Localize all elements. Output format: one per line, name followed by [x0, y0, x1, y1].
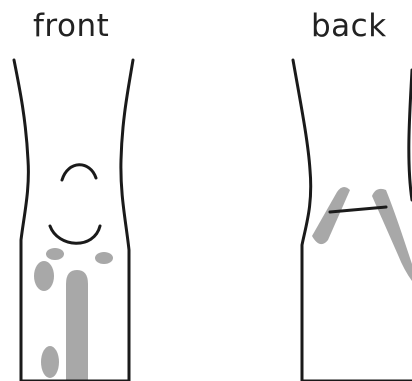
front-leg-left-edge — [14, 60, 28, 381]
back-knee-view — [293, 60, 412, 381]
front-knee-view — [14, 60, 133, 381]
front-vertical-stripe — [66, 270, 88, 381]
front-kneecap-lower-arc — [50, 226, 100, 243]
front-bottom-left-patch — [41, 346, 59, 378]
back-leg-left-edge — [293, 60, 311, 381]
front-highlight-areas — [34, 248, 113, 381]
front-left-patch — [34, 261, 54, 291]
back-right-strap — [372, 189, 412, 281]
front-kneecap-upper-arc — [62, 165, 96, 180]
front-leg-right-edge — [121, 60, 133, 381]
front-left-dot — [46, 248, 64, 260]
back-highlight-areas — [312, 187, 412, 281]
front-right-dot — [95, 252, 113, 264]
back-left-strap — [312, 187, 350, 244]
